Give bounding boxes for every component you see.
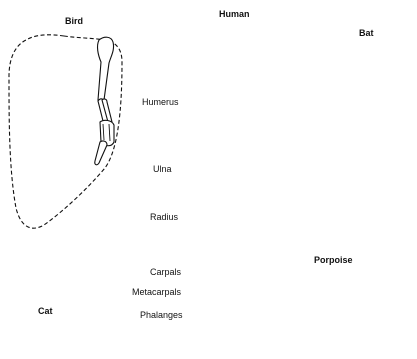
human-title: Human xyxy=(219,9,250,19)
phalanges-label: Phalanges xyxy=(140,310,183,320)
porpoise-title: Porpoise xyxy=(314,255,353,265)
radius-label: Radius xyxy=(150,212,178,222)
bird-digit xyxy=(95,141,107,165)
bird-wing xyxy=(9,35,122,228)
bat-title: Bat xyxy=(359,28,374,38)
ulna-label: Ulna xyxy=(153,164,172,174)
bird-title: Bird xyxy=(65,16,83,26)
metacarpals-label: Metacarpals xyxy=(132,287,181,297)
bird-humerus xyxy=(98,37,114,103)
carpals-label: Carpals xyxy=(150,267,181,277)
cat-title: Cat xyxy=(38,306,53,316)
humerus-label: Humerus xyxy=(142,97,179,107)
